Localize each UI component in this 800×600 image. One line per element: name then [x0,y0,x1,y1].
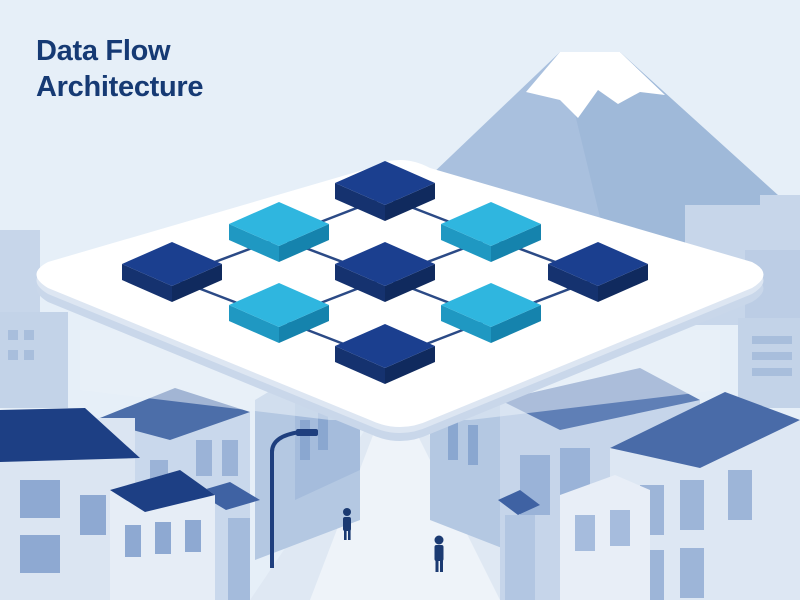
node-side-left [122,264,172,302]
pedestrian-right [434,535,444,572]
node-lower-right [441,283,541,343]
street [250,430,560,600]
node-side-right [279,224,329,262]
left-mid-building [0,312,68,408]
node-side-right [385,183,435,221]
node-side-right [598,264,648,302]
foreground-right-buildings [560,392,800,600]
foreground-left-buildings [0,388,260,600]
node-side-left [229,305,279,343]
node-side-left [441,224,491,262]
node-top-face [441,202,541,246]
node-upper-left [229,202,329,262]
node-side-right [279,305,329,343]
node-bottom [335,324,435,384]
node-top-face [229,202,329,246]
node-side-left [229,224,279,262]
street-lamp [270,429,318,568]
node-side-left [335,346,385,384]
node-side-right [385,346,435,384]
node-side-left [335,183,385,221]
node-side-right [172,264,222,302]
snow-cap [526,52,665,118]
node-side-left [548,264,598,302]
node-side-left [335,264,385,302]
node-upper-right [441,202,541,262]
node-top-face [548,242,648,286]
node-top-face [441,283,541,327]
node-center [335,242,435,302]
right-mid-building [738,318,800,408]
node-side-right [385,264,435,302]
node-top [335,161,435,221]
node-left [122,242,222,302]
node-top-face [335,242,435,286]
title-line-2: Architecture [36,71,204,103]
node-side-left [441,305,491,343]
node-lower-left [229,283,329,343]
node-side-right [491,305,541,343]
node-top-face [122,242,222,286]
page-title: Data Flow Architecture [36,33,204,105]
data-nodes [122,161,648,384]
node-top-face [335,324,435,368]
pedestrian-left [343,508,351,540]
node-top-face [229,283,329,327]
node-side-right [491,224,541,262]
node-right [548,242,648,302]
node-top-face [335,161,435,205]
title-line-1: Data Flow [36,35,171,67]
